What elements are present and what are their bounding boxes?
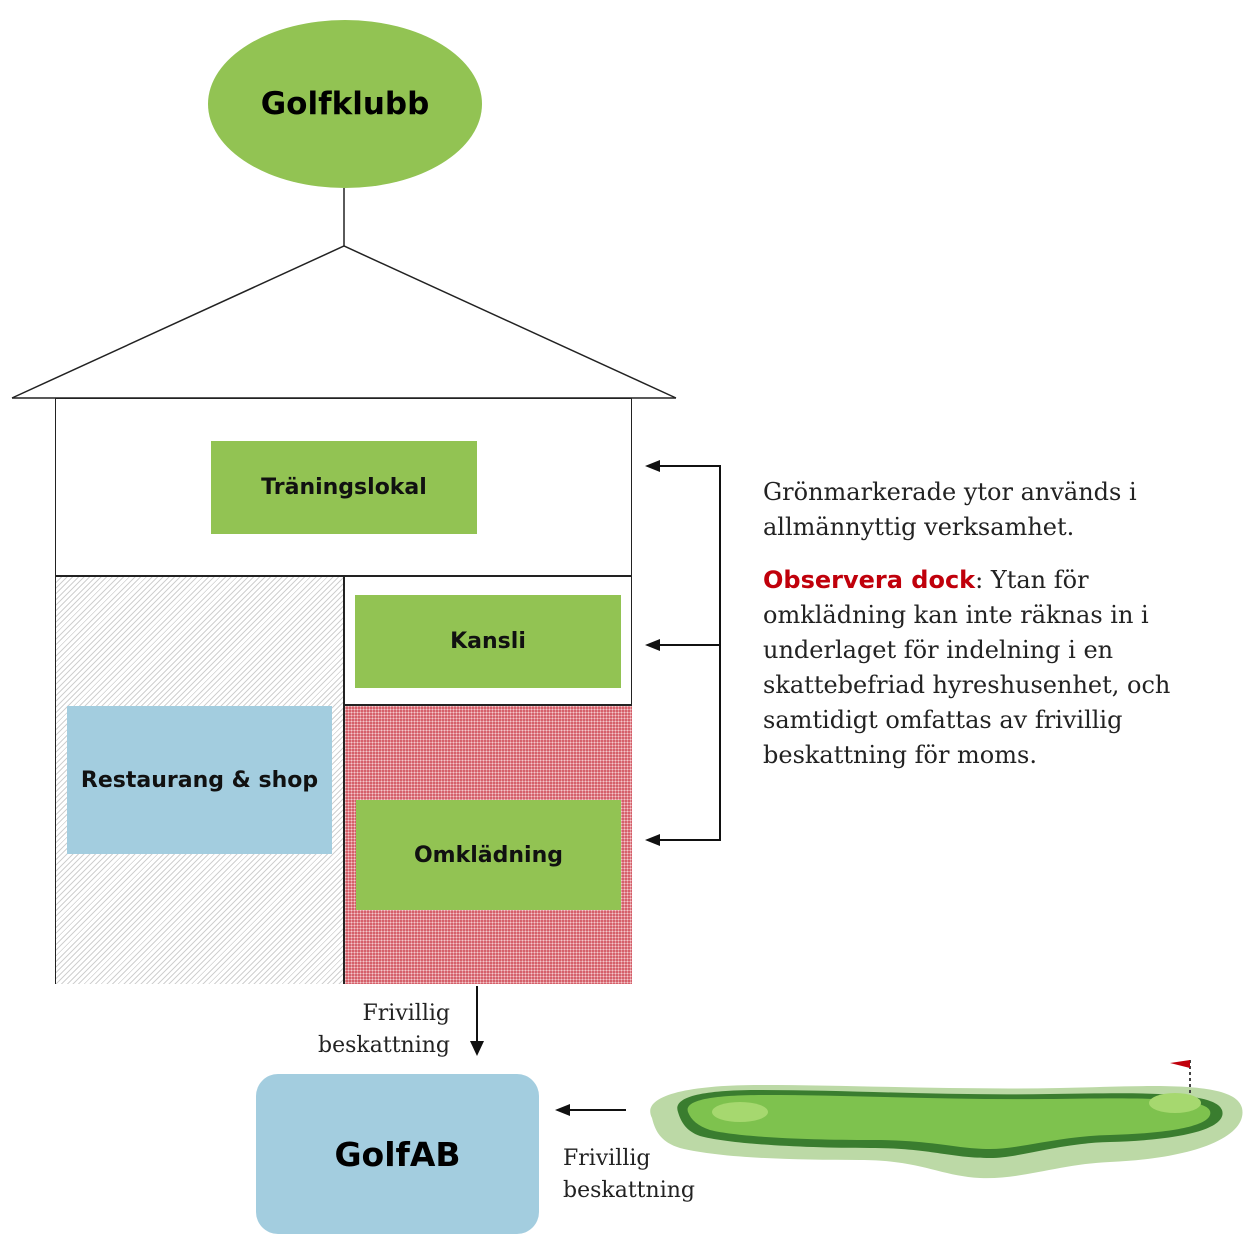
- down-arrow-head: [470, 1041, 484, 1056]
- note-paragraph-2-text: : Ytan för omklädning kan inte räknas in…: [763, 566, 1171, 769]
- arrow-head-kansli: [645, 639, 660, 651]
- note-paragraph-1: Grönmarkerade ytor används i allmännytti…: [763, 475, 1213, 545]
- kansli-label: Kansli: [450, 629, 526, 654]
- golfklubb-label: Golfklubb: [260, 86, 430, 122]
- restaurang-shop-label: Restaurang & shop: [80, 767, 319, 793]
- traningslokal-box: Träningslokal: [211, 441, 477, 534]
- kansli-box: Kansli: [355, 595, 621, 688]
- bracket-line: [652, 465, 721, 841]
- omkladning-label: Omklädning: [413, 842, 563, 868]
- note-text: Grönmarkerade ytor används i allmännytti…: [763, 475, 1213, 773]
- golf-course-illustration: [650, 1060, 1243, 1179]
- left-arrow-label-line2: beskattning: [563, 1178, 695, 1203]
- arrow-head-omkladning: [645, 834, 660, 846]
- note-paragraph-2: Observera dock: Ytan för omklädning kan …: [763, 563, 1213, 773]
- arrow-head-traningslokal: [645, 460, 660, 472]
- down-arrow-label: Frivillig beskattning: [300, 998, 450, 1062]
- down-arrow-label-line2: beskattning: [318, 1033, 450, 1058]
- left-arrow-label: Frivillig beskattning: [563, 1143, 763, 1207]
- omkladning-box: Omklädning: [356, 800, 621, 910]
- left-arrow-head: [555, 1104, 570, 1116]
- down-arrow-label-line1: Frivillig: [362, 1001, 450, 1026]
- left-arrow-label-line1: Frivillig: [563, 1146, 651, 1171]
- golfab-node: GolfAB: [256, 1074, 539, 1234]
- traningslokal-label: Träningslokal: [261, 475, 427, 500]
- note-paragraph-1-text: Grönmarkerade ytor används i allmännytti…: [763, 478, 1137, 541]
- divider-vertical: [343, 575, 345, 984]
- golfab-label: GolfAB: [334, 1134, 461, 1174]
- roof: [11, 245, 677, 399]
- restaurang-shop-box: Restaurang & shop: [67, 706, 332, 854]
- divider-horizontal-lower: [343, 704, 632, 706]
- note-emphasis: Observera dock: [763, 566, 976, 594]
- golfklubb-node: Golfklubb: [208, 20, 482, 188]
